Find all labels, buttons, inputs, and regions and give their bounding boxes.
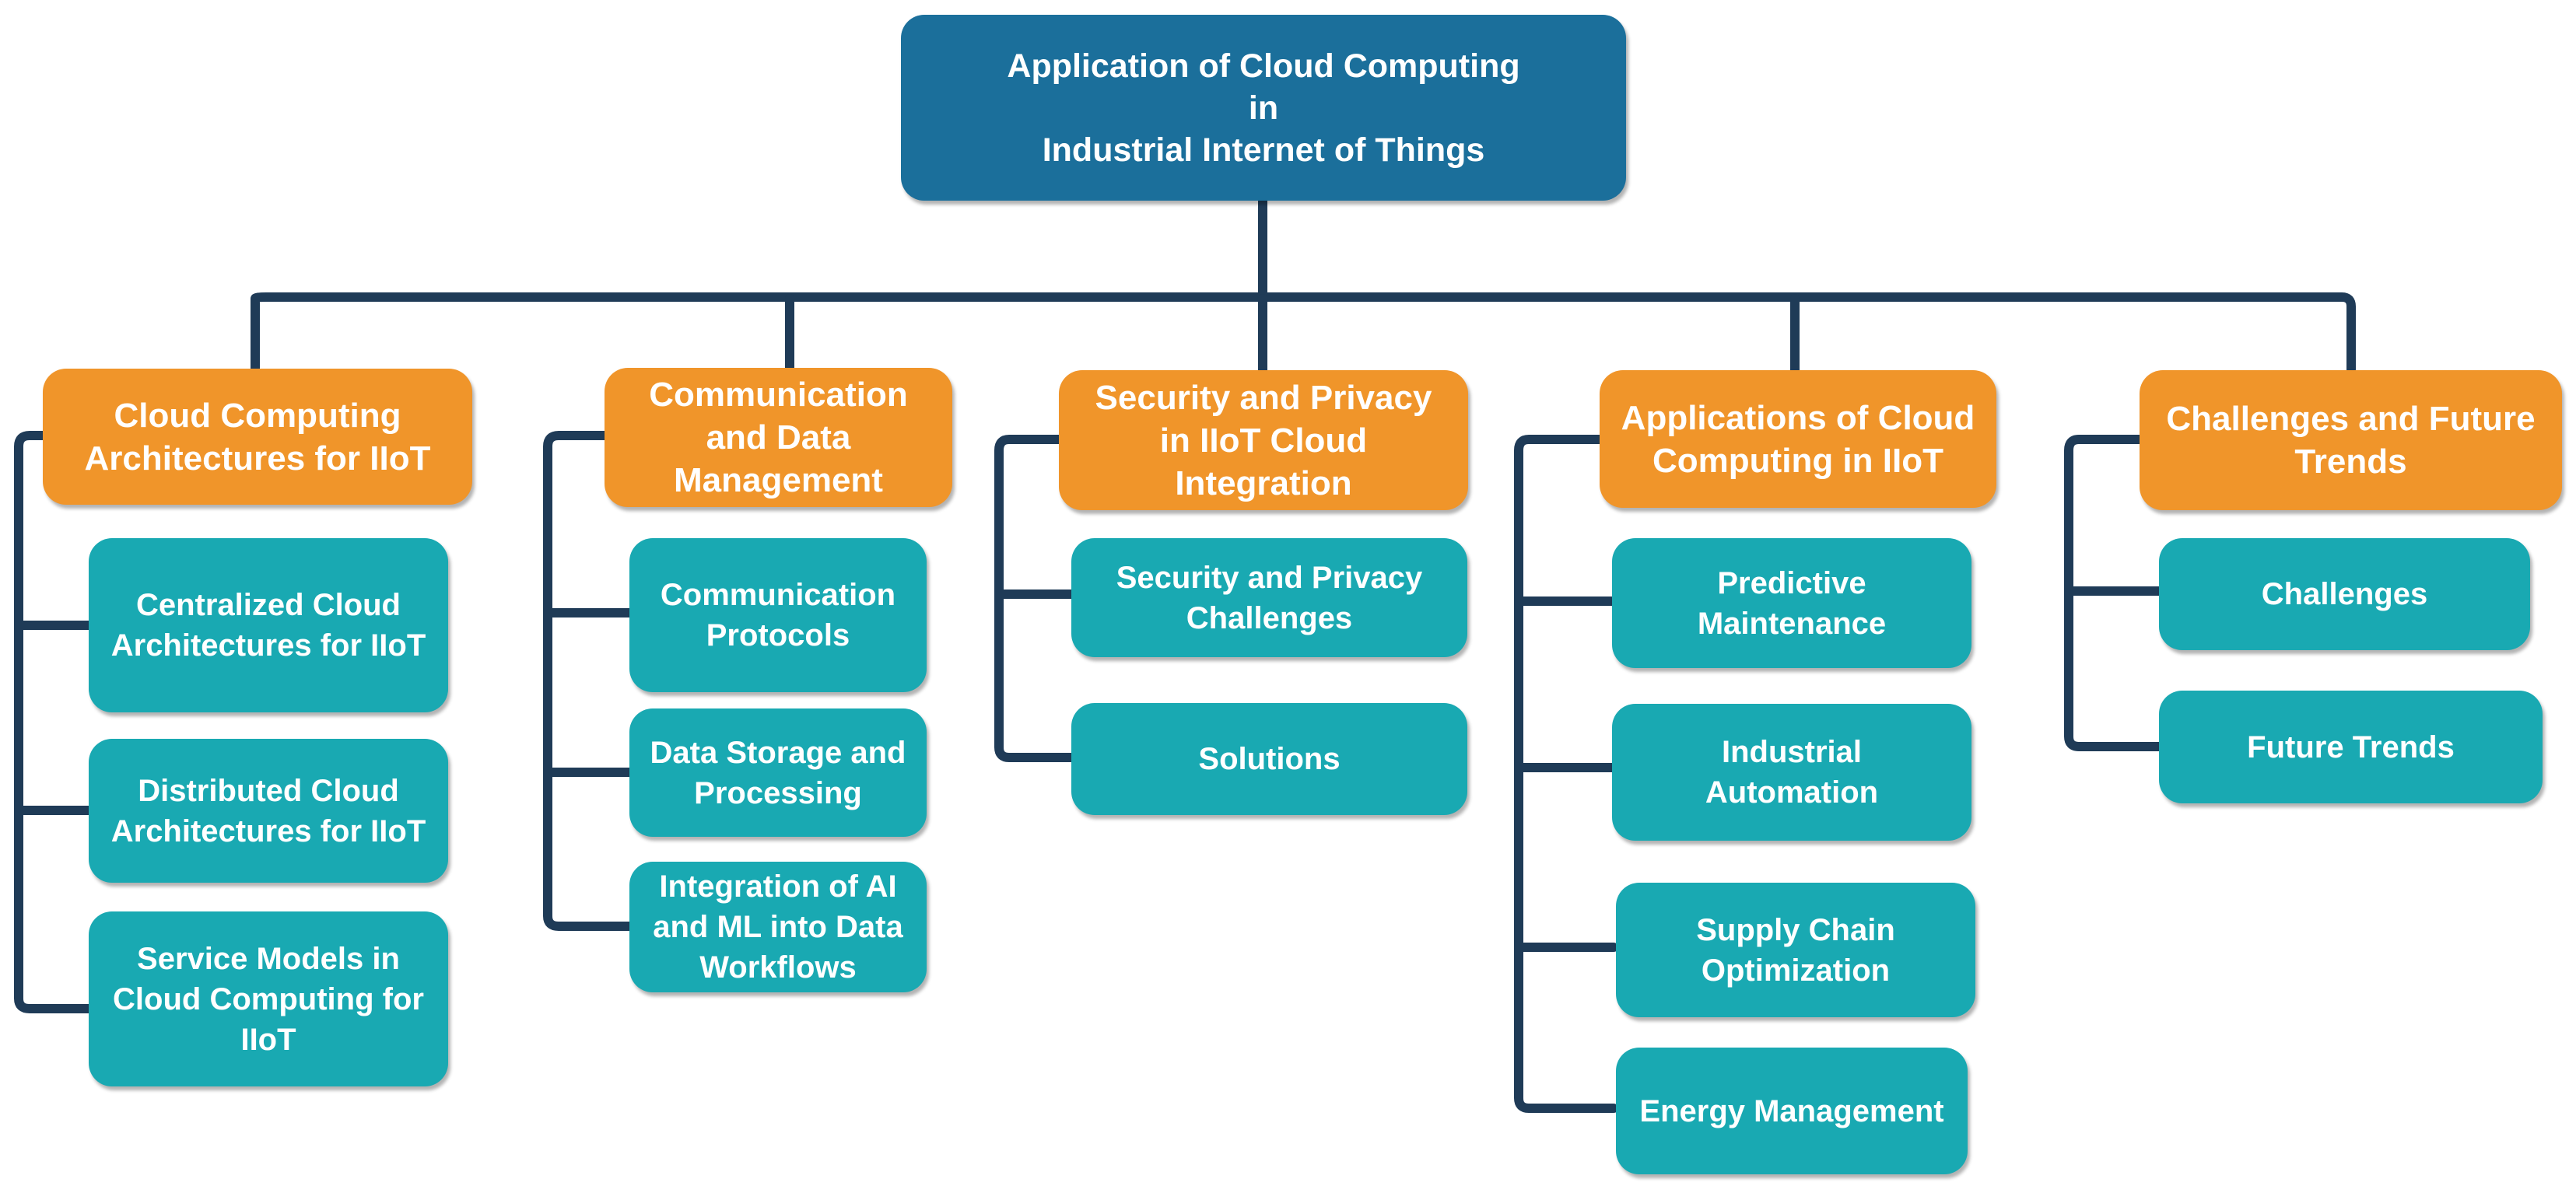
category-cloud-architectures: Cloud Computing Architectures for IIoT — [43, 369, 472, 505]
leaf-solutions: Solutions — [1071, 703, 1467, 815]
bracket-group-1 — [14, 431, 95, 1013]
leaf-data-storage: Data Storage and Processing — [629, 708, 927, 837]
bracket-group-5 — [2064, 435, 2165, 751]
leaf-industrial-automation: Industrial Automation — [1612, 704, 1971, 841]
leaf-communication-protocols: Communication Protocols — [629, 538, 927, 692]
leaf-supply-chain: Supply Chain Optimization — [1616, 883, 1975, 1017]
category-security-privacy: Security and Privacy in IIoT Cloud Integ… — [1059, 370, 1468, 510]
leaf-service-models: Service Models in Cloud Computing for II… — [89, 911, 448, 1086]
bracket-group-2 — [543, 431, 636, 931]
bracket-group-4 — [1514, 435, 1618, 1113]
category-applications: Applications of Cloud Computing in IIoT — [1600, 370, 1996, 508]
root-title-box: Application of Cloud Computing in Indust… — [901, 15, 1626, 201]
category-challenges-trends: Challenges and Future Trends — [2140, 370, 2562, 510]
leaf-centralized-cloud: Centralized Cloud Architectures for IIoT — [89, 538, 448, 712]
leaf-ai-ml-integration: Integration of AI and ML into Data Workf… — [629, 862, 927, 992]
leaf-distributed-cloud: Distributed Cloud Architectures for IIoT — [89, 739, 448, 883]
category-communication-data: Communication and Data Management — [605, 368, 952, 507]
category-bus — [251, 292, 2356, 374]
leaf-future-trends: Future Trends — [2159, 691, 2543, 803]
leaf-predictive-maintenance: Predictive Maintenance — [1612, 538, 1971, 668]
leaf-challenges: Challenges — [2159, 538, 2530, 650]
leaf-energy-management: Energy Management — [1616, 1048, 1968, 1174]
bracket-group-3 — [994, 435, 1078, 762]
leaf-security-challenges: Security and Privacy Challenges — [1071, 538, 1467, 657]
